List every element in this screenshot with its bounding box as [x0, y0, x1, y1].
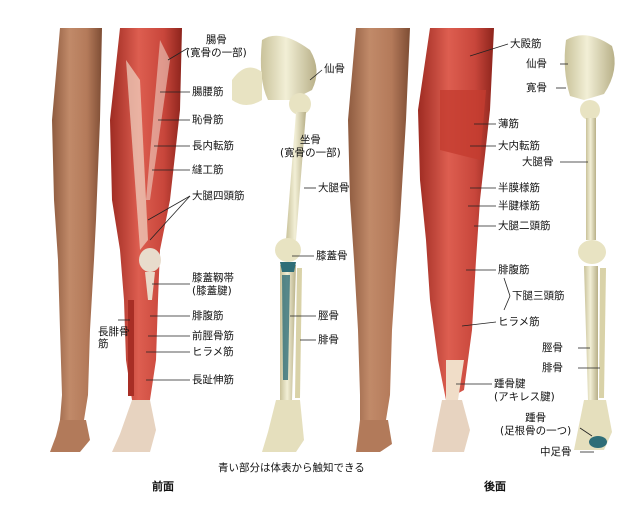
label-fibula-back: 腓骨 — [542, 362, 563, 375]
back-skeleton — [565, 35, 615, 450]
label-semitendinosus: 半腱様筋 — [498, 200, 540, 213]
label-gluteus-maximus: 大殿筋 — [510, 38, 542, 51]
label-hip-bone: 寛骨 — [526, 82, 547, 95]
label-patellar-ligament: 膝蓋靱帯 (膝蓋腱) — [192, 272, 234, 298]
label-iliopsoas: 腸腰筋 — [192, 86, 224, 99]
label-gracilis: 薄筋 — [498, 118, 519, 131]
label-extensor-digitorum: 長趾伸筋 — [192, 374, 234, 387]
front-skin-legs — [50, 28, 102, 452]
label-patellar-ligament-line1: 膝蓋靱帯 — [192, 272, 234, 285]
label-sacrum-back: 仙骨 — [526, 58, 547, 71]
label-adductor-longus: 長内転筋 — [192, 140, 234, 153]
label-ilium-line2: (寛骨の一部) — [186, 47, 247, 60]
label-ischium-line1: 坐骨 — [280, 134, 341, 147]
label-biceps-femoris: 大腿二頭筋 — [498, 220, 551, 233]
label-gastrocnemius-back: 腓腹筋 — [498, 264, 530, 277]
front-skeleton — [232, 36, 317, 452]
label-triceps-surae: 下腿三頭筋 — [512, 290, 565, 303]
label-tibialis-anterior: 前脛骨筋 — [192, 330, 234, 343]
label-soleus-front: ヒラメ筋 — [192, 346, 234, 359]
label-pectineus: 恥骨筋 — [192, 114, 224, 127]
label-patella: 膝蓋骨 — [316, 250, 348, 263]
label-femur-front: 大腿骨 — [318, 182, 350, 195]
label-ischium: 坐骨 (寛骨の一部) — [280, 134, 341, 160]
label-semimembranosus: 半膜様筋 — [498, 182, 540, 195]
label-calcaneus-line2: (足根骨の一つ) — [500, 425, 571, 438]
label-peroneus-longus: 長腓骨筋 — [98, 326, 134, 350]
label-ischium-line2: (寛骨の一部) — [280, 147, 341, 160]
label-femur-back: 大腿骨 — [522, 156, 554, 169]
label-tibia-back: 脛骨 — [542, 342, 563, 355]
label-calcaneus: 踵骨 (足根骨の一つ) — [500, 412, 571, 438]
label-soleus-back: ヒラメ筋 — [498, 316, 540, 329]
label-fibula-front: 腓骨 — [318, 334, 339, 347]
back-skin-legs — [348, 28, 410, 452]
label-patellar-ligament-line2: (膝蓋腱) — [192, 285, 234, 298]
back-muscle-leg — [418, 28, 494, 452]
label-quadriceps: 大腿四頭筋 — [192, 190, 245, 203]
front-view-title: 前面 — [152, 478, 174, 494]
label-ilium-line1: 腸骨 — [186, 34, 247, 47]
label-achilles-tendon: 踵骨腱 (アキレス腱) — [494, 378, 555, 404]
label-gastrocnemius-front: 腓腹筋 — [192, 310, 224, 323]
label-calcaneus-line1: 踵骨 — [500, 412, 571, 425]
label-sacrum-front: 仙骨 — [324, 63, 345, 76]
label-adductor-magnus: 大内転筋 — [498, 140, 540, 153]
label-achilles-line2: (アキレス腱) — [494, 391, 555, 404]
palpable-caption: 青い部分は体表から触知できる — [218, 460, 365, 475]
label-metatarsal: 中足骨 — [540, 446, 572, 459]
back-view-title: 後面 — [484, 478, 506, 494]
label-achilles-line1: 踵骨腱 — [494, 378, 555, 391]
label-tibia-front: 脛骨 — [318, 310, 339, 323]
label-ilium: 腸骨 (寛骨の一部) — [186, 34, 247, 60]
label-sartorius: 縫工筋 — [192, 164, 224, 177]
